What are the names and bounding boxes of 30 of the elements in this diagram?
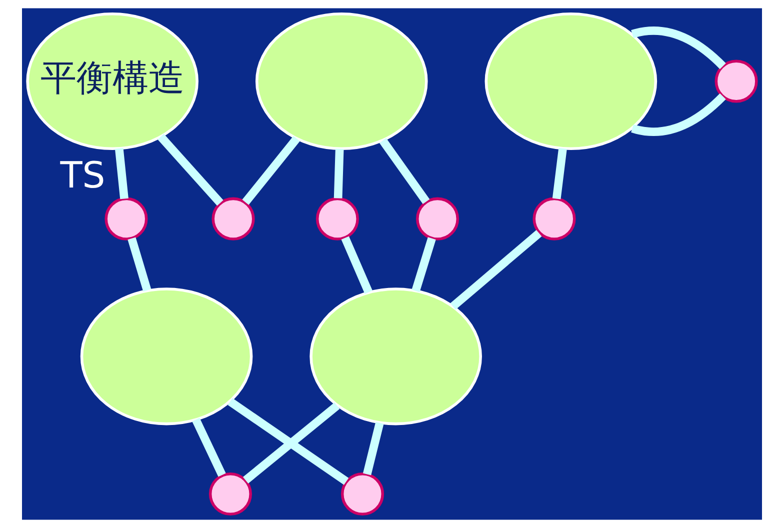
- node-circle: [416, 197, 460, 240]
- connector: [631, 93, 726, 136]
- connector: [158, 134, 224, 206]
- node-ellipse: [255, 12, 428, 150]
- node-circle: [104, 197, 148, 240]
- node-circle: [532, 197, 576, 240]
- connector: [114, 148, 128, 200]
- node-ellipse: [484, 12, 658, 150]
- connector: [362, 422, 384, 476]
- node-circle: [316, 197, 359, 240]
- node-ellipse: [310, 288, 482, 426]
- connector: [192, 418, 226, 477]
- node-circle: [714, 60, 758, 103]
- node-circle: [340, 472, 384, 516]
- node-ellipse: 平衡構造: [26, 12, 198, 150]
- connector: [450, 230, 542, 310]
- connector: [242, 136, 300, 205]
- node-circle: [212, 197, 255, 240]
- node-circle: [208, 472, 252, 516]
- connector: [412, 237, 436, 292]
- node-label: TS: [60, 153, 106, 196]
- connector: [334, 148, 344, 198]
- connector: [228, 398, 349, 485]
- connector: [552, 148, 567, 200]
- connector: [379, 138, 430, 204]
- node-ellipse: [80, 288, 253, 426]
- connector: [128, 237, 152, 292]
- connector: [242, 402, 340, 484]
- connector: [341, 236, 372, 294]
- connector: [631, 26, 726, 70]
